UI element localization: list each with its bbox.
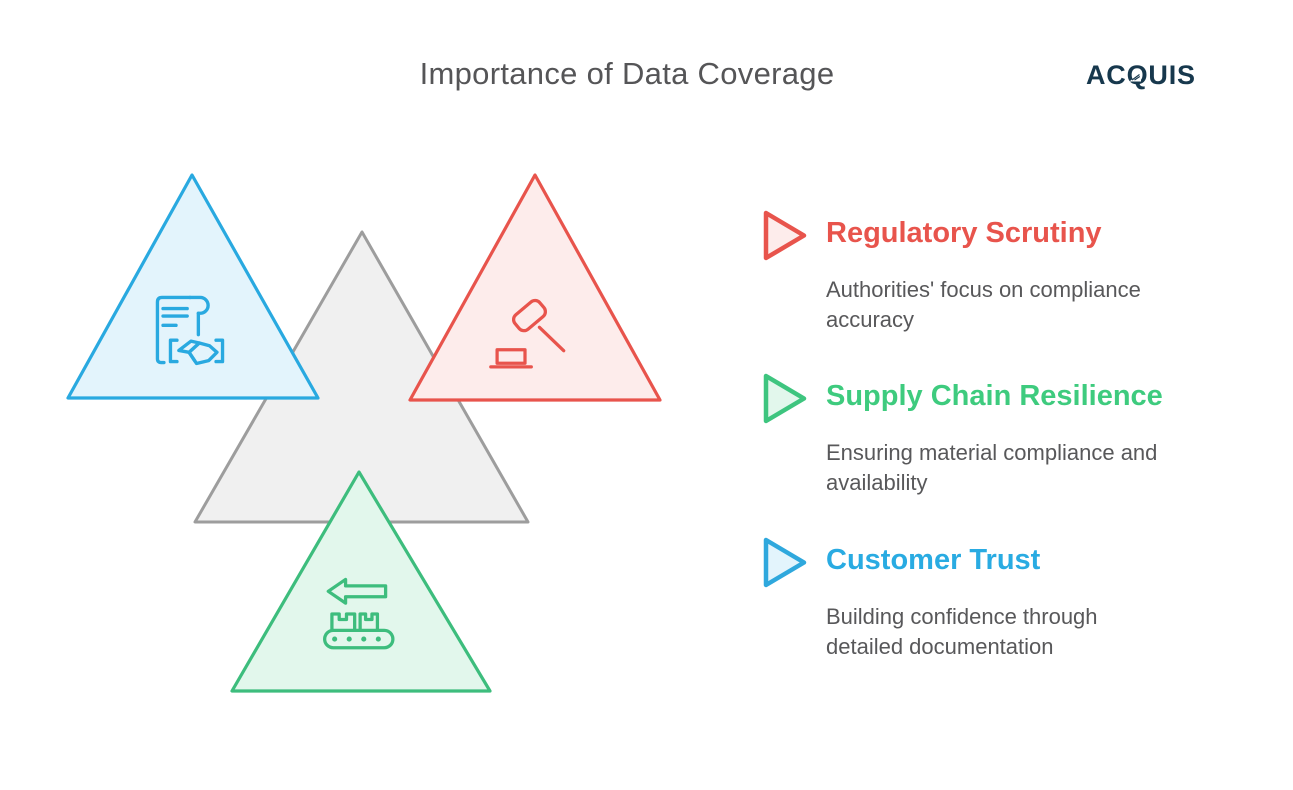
triangle-diagram (66, 173, 662, 693)
triangle-right-icon (763, 210, 807, 261)
legend-title: Regulatory Scrutiny (826, 217, 1102, 249)
gavel-icon (489, 298, 566, 369)
conveyor-belt-icon (323, 577, 395, 650)
contract-handshake-icon (155, 295, 225, 366)
triangle-right-icon (763, 537, 807, 588)
legend-description: Ensuring material compliance and availab… (826, 440, 1158, 495)
legend-item-supply-chain-resilience: Supply Chain Resilience Ensuring materia… (762, 370, 1202, 510)
page-title: Importance of Data Coverage (419, 56, 835, 91)
brand-logo: ACQUIS (1086, 60, 1196, 94)
blue-triangle (66, 173, 320, 400)
legend-description: Building confidence through detailed doc… (826, 604, 1098, 659)
red-triangle (408, 173, 662, 402)
legend-description: Authorities' focus on compliance accurac… (826, 277, 1141, 332)
green-triangle (230, 470, 492, 693)
legend-title: Customer Trust (826, 544, 1041, 576)
triangle-right-icon (763, 373, 807, 424)
logo-sail-icon (1129, 71, 1141, 82)
legend-title: Supply Chain Resilience (826, 380, 1163, 412)
legend-item-customer-trust: Customer Trust Building confidence throu… (762, 534, 1202, 674)
legend-item-regulatory-scrutiny: Regulatory Scrutiny Authorities' focus o… (762, 207, 1202, 347)
